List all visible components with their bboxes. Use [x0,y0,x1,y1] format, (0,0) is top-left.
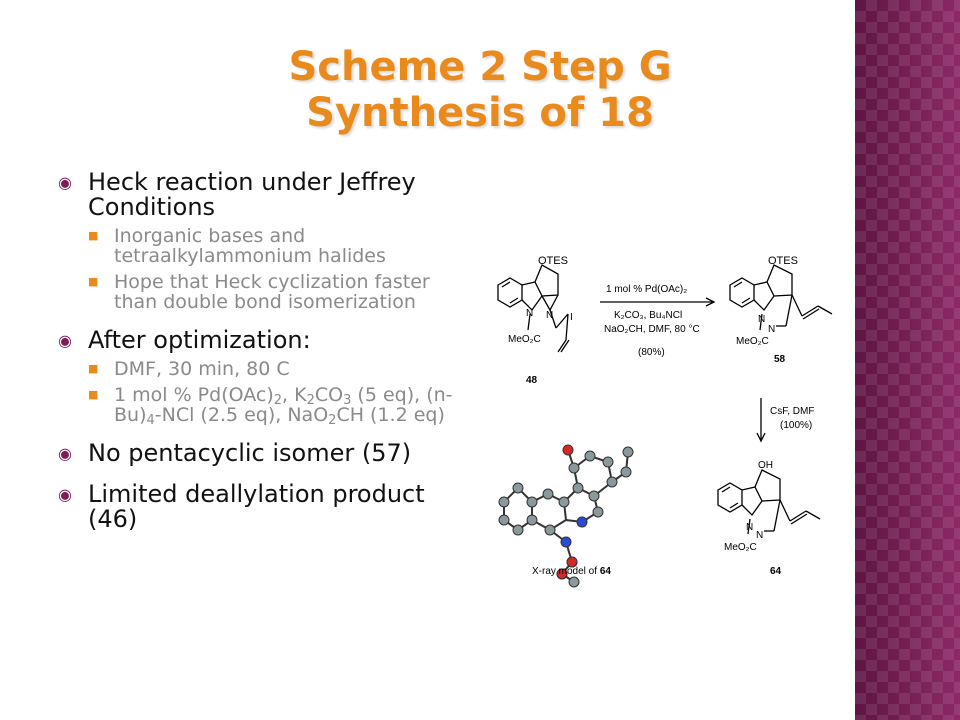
xray-atoms [498,444,634,588]
n-label-64a: N [746,522,753,533]
square-bullet-icon: ■ [88,275,99,288]
otes-label-58: OTES [768,255,798,267]
n-label-58b: N [768,324,775,335]
bullet-after-optimization: ◉ After optimization: [58,326,311,354]
square-bullet-icon: ■ [88,388,99,401]
title-line-2: Synthesis of 18 [306,90,654,136]
i-label-48: I [570,312,573,323]
bullet-list: ◉ Heck reaction under Jeffrey Conditions… [58,170,478,532]
arrow1-yield: (80%) [638,347,665,358]
circle-bullet-icon: ◉ [58,444,72,463]
arrow2-reagent: CsF, DMF [770,406,814,417]
bullet-heck-reaction: ◉ Heck reaction under Jeffrey Conditions [58,168,416,221]
arrow1-conditions-1: K₂CO₃, Bu₄NCl [614,310,682,321]
circle-bullet-icon: ◉ [58,331,72,350]
square-bullet-icon: ■ [88,362,99,375]
bicycle-ring-48 [534,264,559,297]
circle-bullet-icon: ◉ [58,485,72,504]
ester-label-58: MeO₂C [736,336,769,347]
n-label-48a: N [526,308,533,319]
arrow1-reagent: 1 mol % Pd(OAc)₂ [606,284,687,295]
arrow2-yield: (100%) [780,420,812,431]
n-label-58a: N [758,314,765,325]
arrow1-conditions-2: NaO₂CH, DMF, 80 °C [604,324,700,335]
indoline-ring-64 [741,486,763,517]
bullet-limited-deallylation: ◉ Limited deallylation product (46) [58,480,425,533]
sub-bullet-heck-cyclization: ■ Hope that Heck cyclization faster than… [88,271,430,313]
ester-label-48: MeO₂C [508,334,541,345]
sub-bullet-conditions: ■ DMF, 30 min, 80 C [88,358,290,380]
xray-caption: X-ray model of 64 [532,566,611,577]
reaction-scheme: OTES N N I MeO₂C 48 1 mol % Pd(OAc)₂ K₂C… [470,240,855,590]
xray-model [503,449,629,583]
decorative-side-band [855,0,960,720]
ester-label-64: MeO₂C [724,542,757,553]
indoline-ring-58 [753,281,775,312]
square-bullet-icon: ■ [88,229,99,242]
sub-bullet-reagents: ■ 1 mol % Pd(OAc)2, K2CO3 (5 eq), (n-Bu)… [88,384,453,428]
indoline-ring-48 [521,281,543,312]
bullet-no-pentacyclic: ◉ No pentacyclic isomer (57) [58,439,412,467]
compound-label-48: 48 [526,375,538,386]
slide-title: Scheme 2 Step G Synthesis of 18 [180,44,780,136]
compound-label-64: 64 [770,566,782,577]
otes-label-48: OTES [538,255,568,267]
title-line-1: Scheme 2 Step G [288,44,672,90]
n-label-64b: N [756,530,763,541]
oh-label-64: OH [758,460,773,471]
circle-bullet-icon: ◉ [58,173,72,192]
sub-bullet-inorganic-bases: ■ Inorganic bases and tetraalkylammonium… [88,225,386,267]
reaction-scheme-svg: OTES N N I MeO₂C 48 1 mol % Pd(OAc)₂ K₂C… [497,255,833,588]
n-label-48b: N [546,310,553,321]
compound-label-58: 58 [774,354,786,365]
